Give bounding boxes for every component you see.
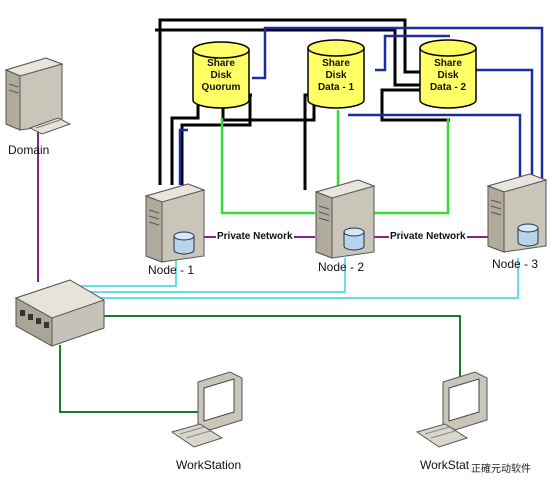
node-1-label: Node - 1 xyxy=(148,263,195,277)
disk-quorum-line2: Disk xyxy=(210,70,232,81)
workstation-2-computer-icon xyxy=(415,371,488,448)
node-2-server-icon xyxy=(314,179,376,259)
node-1-server-icon xyxy=(144,183,206,263)
disk-quorum-line3: Quorum xyxy=(201,82,241,93)
cyan-links xyxy=(65,250,519,299)
disk-data-2-line3: Data - 2 xyxy=(429,82,467,93)
workstation-1-label: WorkStation xyxy=(176,458,242,472)
disk-data-1-label: Share Disk Data - 1 xyxy=(308,58,364,94)
watermark: 正確元动软件 xyxy=(471,464,531,475)
node-2-label: Node - 2 xyxy=(318,260,365,274)
domain-server-icon xyxy=(4,57,72,135)
workstation-1-computer-icon xyxy=(170,371,243,448)
disk-quorum-line1: Share xyxy=(207,58,235,69)
disk-quorum-label: Share Disk Quorum xyxy=(193,58,249,94)
darkgreen-links xyxy=(59,315,461,413)
disk-data-1-line1: Share xyxy=(322,58,350,69)
disk-data-2 xyxy=(419,39,477,109)
disk-data-2-line1: Share xyxy=(434,58,462,69)
disk-data-1 xyxy=(307,39,365,109)
purple-links xyxy=(37,128,490,282)
domain-label: Domain xyxy=(8,143,50,157)
disk-quorum xyxy=(192,41,250,109)
private-network-label-right: Private Network xyxy=(389,231,467,243)
green-links xyxy=(220,110,450,215)
disk-data-2-label: Share Disk Data - 2 xyxy=(420,58,476,94)
disk-data-1-line3: Data - 1 xyxy=(317,82,355,93)
blue-links xyxy=(178,26,544,185)
node-3-label: Node - 3 xyxy=(492,257,539,271)
node-3-server-icon xyxy=(486,173,548,253)
network-switch-icon xyxy=(14,279,106,347)
disk-data-2-line2: Disk xyxy=(437,70,459,81)
private-network-label-left: Private Network xyxy=(216,231,294,243)
workstation-2-label: WorkStat xyxy=(420,458,470,472)
black-links xyxy=(155,18,450,190)
disk-data-1-line2: Disk xyxy=(325,70,347,81)
